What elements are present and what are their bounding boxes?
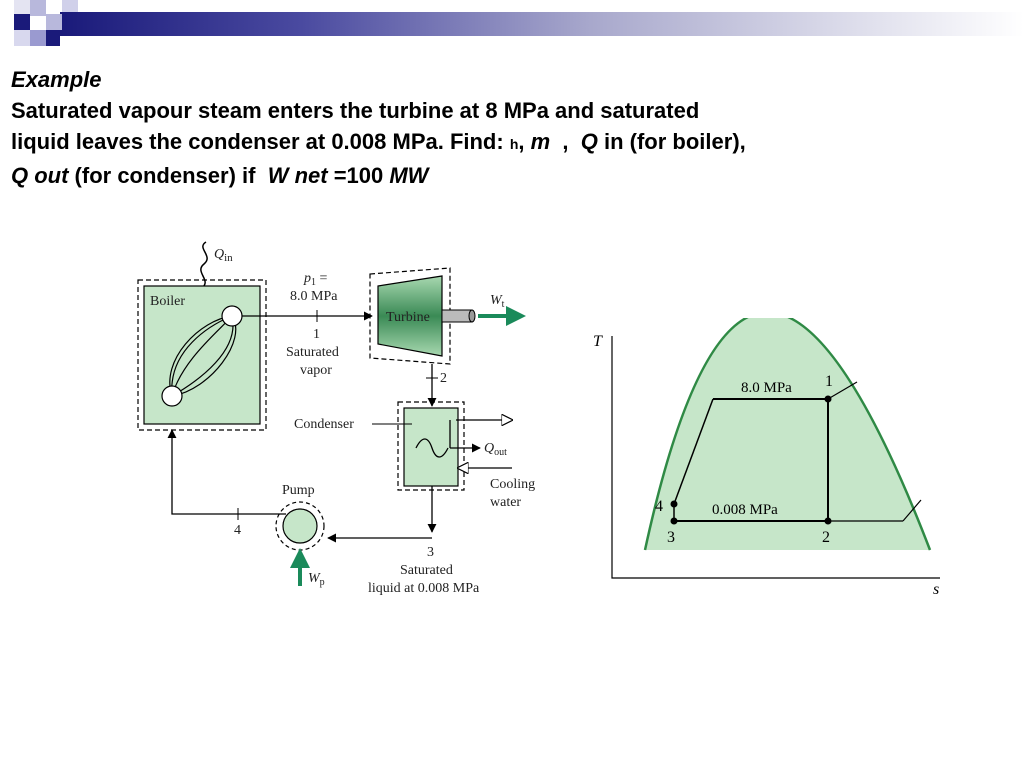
turbine-body (377, 275, 443, 357)
t-axis-label: T (593, 333, 603, 350)
wp-label: Wp (308, 571, 325, 588)
statement-line-3b: =100 (327, 163, 390, 188)
boiler-tube (169, 315, 233, 397)
statement-line-2b: in (for boiler), (597, 129, 746, 154)
saturated-liquid-1: Saturated (400, 563, 453, 578)
header-square (62, 0, 78, 12)
point-3 (670, 517, 678, 525)
statement-line-3a: (for condenser) if (68, 163, 268, 188)
header-square (14, 0, 30, 14)
p1-label: p1 = (303, 271, 328, 288)
turbine-label: Turbine (386, 310, 430, 325)
var-q: Q (580, 129, 598, 154)
label-8mpa: 8.0 MPa (741, 380, 792, 396)
condenser-label: Condenser (294, 417, 354, 432)
qin-arrow (196, 241, 208, 300)
cooling-label-2: water (490, 495, 521, 510)
qout-label: Qout (484, 441, 507, 458)
header-square (30, 0, 46, 16)
sep: , (550, 129, 581, 154)
turbine-shaft (441, 309, 473, 323)
statement-line-2a: liquid leaves the condenser at 0.008 MPa… (11, 129, 510, 154)
header-square (14, 14, 30, 30)
state-1-label: 1 (313, 327, 320, 342)
line-4-1 (673, 398, 714, 505)
label-point-3: 3 (667, 529, 675, 546)
cooling-label-1: Cooling (490, 477, 535, 492)
boiler-tube (171, 315, 234, 397)
condenser-boundary (397, 401, 465, 491)
condenser-coil (415, 438, 449, 458)
ts-diagram: T s 8.0 MPa 0.008 MPa 1 2 3 4 (593, 318, 940, 598)
saturated-vapor-2: vapor (300, 363, 332, 378)
saturated-liquid-2: liquid at 0.008 MPa (368, 581, 480, 596)
boiler-boundary (137, 279, 267, 431)
sep: , (518, 129, 531, 154)
line-state-4 (167, 429, 286, 515)
label-point-2: 2 (822, 529, 830, 546)
label-point-1: 1 (825, 373, 833, 390)
pump-body (282, 508, 318, 544)
rankine-schematic: Qin Boiler p1 = 8.0 MPa 1 Saturated vapo… (137, 241, 535, 596)
point-2 (824, 517, 832, 525)
state-4-label: 4 (234, 523, 241, 538)
qin-label: Qin (214, 247, 233, 264)
header-gradient-bar (60, 12, 1024, 36)
header-square (14, 30, 30, 46)
boiler-drum-top (221, 305, 243, 327)
turbine-shaft-end (468, 309, 476, 323)
header-square (46, 14, 62, 30)
saturation-dome (643, 318, 932, 551)
axes (611, 336, 940, 579)
header-decoration (0, 0, 1024, 48)
label-point-4: 4 (655, 498, 663, 515)
header-square (46, 30, 60, 46)
isobar-ext-high (827, 381, 858, 400)
var-h: h (509, 136, 519, 152)
var-m: m (530, 129, 551, 154)
state-2-label: 2 (440, 371, 447, 386)
pump-label: Pump (282, 483, 315, 498)
state-3-label: 3 (427, 545, 434, 560)
dome-fill (645, 318, 930, 550)
wt-label: Wt (490, 293, 505, 310)
s-axis-label: s (933, 581, 939, 598)
isobar-ext-low-2 (902, 499, 922, 522)
var-mw: MW (389, 163, 429, 188)
var-wnet: W net (267, 163, 328, 188)
var-qout: Q out (11, 163, 69, 188)
problem-statement: Example Saturated vapour steam enters th… (11, 64, 911, 191)
point-4 (670, 500, 678, 508)
saturated-vapor-1: Saturated (286, 345, 339, 360)
turbine-boundary (369, 267, 451, 365)
example-heading: Example (11, 67, 102, 92)
header-square (30, 30, 46, 46)
statement-line-1: Saturated vapour steam enters the turbin… (11, 98, 700, 123)
p1-value: 8.0 MPa (290, 289, 338, 304)
boiler-drum-bottom (161, 385, 183, 407)
point-1 (824, 395, 832, 403)
label-0008mpa: 0.008 MPa (712, 502, 778, 518)
boiler-label: Boiler (150, 294, 185, 309)
